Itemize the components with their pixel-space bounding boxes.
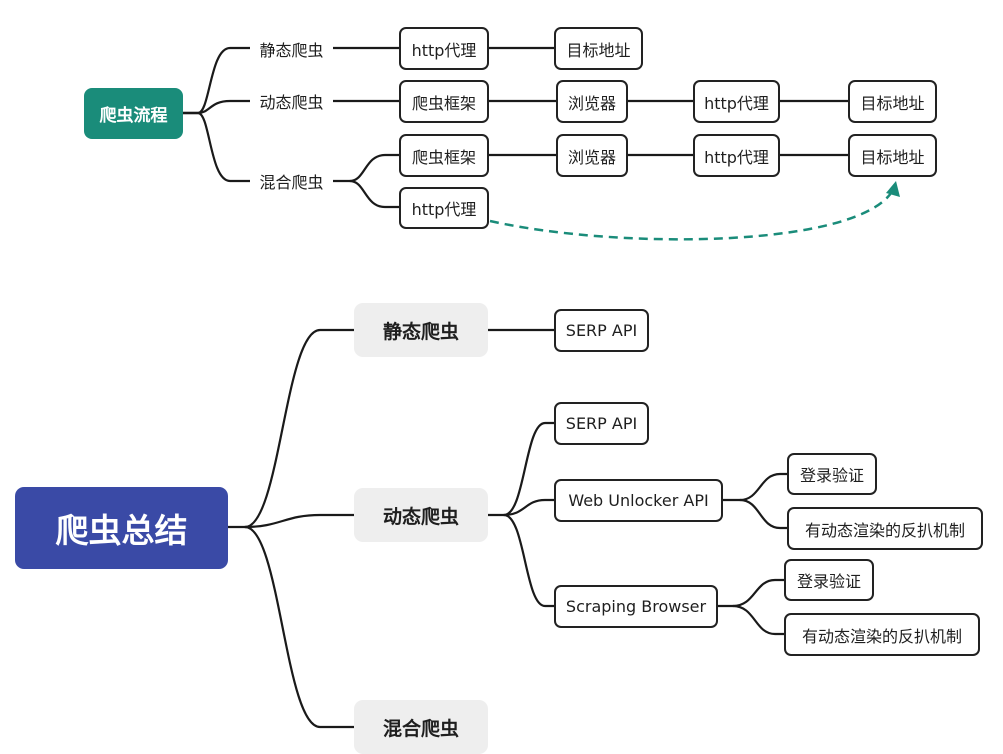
flow-static-label: 静态爬虫 xyxy=(250,37,333,61)
summary-root: 爬虫总结 xyxy=(15,487,228,569)
flow-mixed-alt-proxy: http代理 xyxy=(399,187,489,229)
summary-static-serp: SERP API xyxy=(554,309,649,352)
flow-static-proxy: http代理 xyxy=(399,27,489,70)
browser-anti-scrape: 有动态渲染的反扒机制 xyxy=(784,613,980,656)
flow-mixed-framework: 爬虫框架 xyxy=(399,134,489,177)
flow-mixed-label: 混合爬虫 xyxy=(250,169,333,193)
summary-mixed-label: 混合爬虫 xyxy=(354,700,488,754)
summary-dynamic-browser: Scraping Browser xyxy=(554,585,718,628)
flow-dynamic-proxy: http代理 xyxy=(693,80,780,123)
arrow-head-icon xyxy=(886,181,900,197)
flow-mixed-target: 目标地址 xyxy=(848,134,937,177)
unlocker-login-verify: 登录验证 xyxy=(787,453,877,495)
summary-static-label: 静态爬虫 xyxy=(354,303,488,357)
flow-dynamic-target: 目标地址 xyxy=(848,80,937,123)
summary-dynamic-serp: SERP API xyxy=(554,402,649,445)
unlocker-anti-scrape: 有动态渲染的反扒机制 xyxy=(787,507,983,550)
flow-root: 爬虫流程 xyxy=(84,88,183,139)
flow-mixed-proxy: http代理 xyxy=(693,134,780,177)
flow-dynamic-label: 动态爬虫 xyxy=(250,89,333,113)
flow-static-target: 目标地址 xyxy=(554,27,643,70)
flow-mixed-browser: 浏览器 xyxy=(556,134,628,177)
flow-dynamic-framework: 爬虫框架 xyxy=(399,80,489,123)
summary-dynamic-unlocker: Web Unlocker API xyxy=(554,479,723,522)
dashed-arrow xyxy=(489,189,895,241)
browser-login-verify: 登录验证 xyxy=(784,559,874,601)
flow-dynamic-browser: 浏览器 xyxy=(556,80,628,123)
summary-dynamic-label: 动态爬虫 xyxy=(354,488,488,542)
